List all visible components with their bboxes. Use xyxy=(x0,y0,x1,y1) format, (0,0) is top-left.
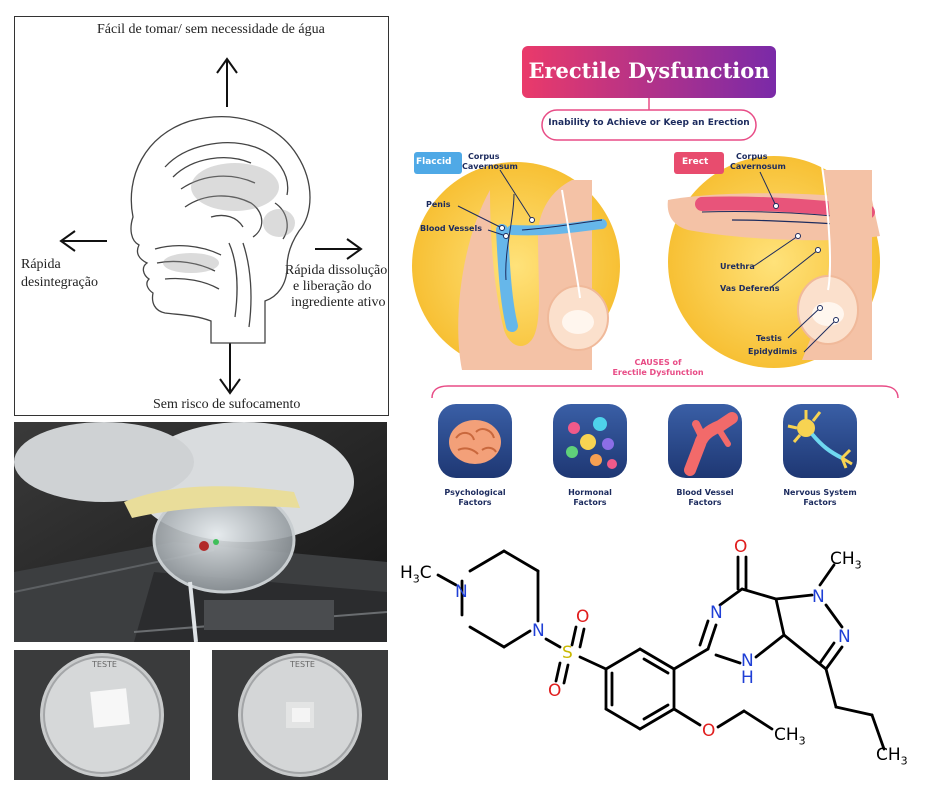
ch3-top-sub: 3 xyxy=(854,558,862,572)
ch3-propyl-c: CH xyxy=(876,745,901,765)
neuron-icon xyxy=(787,410,853,469)
atom-n-piperazine-2: N xyxy=(532,621,545,641)
atom-h3c: H3C xyxy=(400,563,432,585)
photo-petri-dish-b: TESTE xyxy=(212,650,388,780)
ch3-ether-sub: 3 xyxy=(798,734,806,748)
label-top: Fácil de tomar/ sem necessidade de água xyxy=(97,22,325,37)
erect-anatomy xyxy=(667,165,880,360)
nh-h: H xyxy=(741,668,754,688)
molecules-icon xyxy=(566,417,617,469)
atom-n-piperazine-1: N xyxy=(455,582,468,602)
causes-line-2: Erectile Dysfunction xyxy=(612,368,704,377)
gel-pouring-illustration xyxy=(14,422,387,642)
ed-subtitle: Inability to Achieve or Keep an Erection xyxy=(548,118,750,128)
atom-o-ether: O xyxy=(702,721,716,741)
label-testis: Testis xyxy=(756,334,782,343)
ch3-top-c: CH xyxy=(830,549,855,569)
erect-tag: Erect xyxy=(682,157,709,167)
factor-2-line2: Factors xyxy=(573,498,607,507)
atom-s: S xyxy=(562,643,573,663)
label-right-3: ingrediente ativo xyxy=(291,295,386,310)
label-right-2: e liberação do xyxy=(293,279,372,294)
sildenafil-structure: H3C N N S O O N N H O N CH3 N O CH3 CH3 xyxy=(398,535,928,780)
factor-4-line1: Nervous System xyxy=(783,488,857,497)
corpus-left-2: Cavernosum xyxy=(462,162,518,171)
flaccid-tag-bg xyxy=(414,152,462,174)
atom-n-methyl: N xyxy=(812,587,825,607)
factor-psychological: Psychological Factors xyxy=(420,488,530,508)
head-diagram-panel: Fácil de tomar/ sem necessidade de água … xyxy=(14,16,389,416)
corpus-left-1: Corpus xyxy=(468,152,500,161)
flaccid-tag: Flaccid xyxy=(416,157,452,167)
erect-tag-bg xyxy=(674,152,724,174)
causes-line-1: CAUSES of xyxy=(634,358,682,367)
label-left-2: desintegração xyxy=(21,275,98,290)
factor-nervous-system: Nervous System Factors xyxy=(765,488,875,508)
brain-icon xyxy=(449,420,501,464)
label-blood-vessels: Blood Vessels xyxy=(420,224,482,233)
atom-ch3-ether: CH3 xyxy=(774,725,806,747)
atom-n-pyrazole: N xyxy=(838,627,851,647)
label-penis: Penis xyxy=(426,200,451,209)
factor-1-line2: Factors xyxy=(458,498,492,507)
atom-n-pyrimidine: N xyxy=(710,603,723,623)
atom-o-carbonyl: O xyxy=(734,537,748,557)
factor-3-line2: Factors xyxy=(688,498,722,507)
ch3-propyl-sub: 3 xyxy=(900,754,908,768)
ed-graphics xyxy=(412,46,899,478)
flaccid-anatomy xyxy=(458,180,609,370)
petri-b-label: TESTE xyxy=(290,660,315,669)
label-epidydimis: Epidydimis xyxy=(748,347,798,356)
label-right-1: Rápida dissolução xyxy=(285,263,388,278)
nh-n: N xyxy=(741,651,754,671)
factor-hormonal: Hormonal Factors xyxy=(535,488,645,508)
factor-3-line1: Blood Vessel xyxy=(676,488,734,497)
atom-ch3-propyl: CH3 xyxy=(876,745,908,767)
blood-vessel-icon xyxy=(684,412,738,476)
label-urethra: Urethra xyxy=(720,262,755,271)
head-sketch xyxy=(59,57,363,395)
factor-blood-vessel: Blood Vessel Factors xyxy=(650,488,760,508)
label-bottom: Sem risco de sufocamento xyxy=(153,397,301,412)
atom-nh: N H xyxy=(741,653,754,687)
title-banner xyxy=(522,46,776,98)
molecule-bonds xyxy=(436,549,886,751)
head-outline xyxy=(130,116,311,344)
label-vas-deferens: Vas Deferens xyxy=(720,284,780,293)
ed-title: Erectile Dysfunction xyxy=(528,58,770,83)
atom-o-sulfonyl-2: O xyxy=(548,681,562,701)
h3c-c: C xyxy=(419,563,432,583)
photo-petri-dish-a: TESTE xyxy=(14,650,190,780)
h3c-h: H xyxy=(400,563,413,583)
corpus-right-1: Corpus xyxy=(736,152,768,161)
petri-dish-b-illustration xyxy=(212,650,388,780)
corpus-right-2: Cavernosum xyxy=(730,162,786,171)
ch3-ether-c: CH xyxy=(774,725,799,745)
petri-dish-a-illustration xyxy=(14,650,190,780)
photo-gel-pouring xyxy=(14,422,387,642)
head-shading xyxy=(163,163,295,273)
label-left-1: Rápida xyxy=(21,257,61,272)
petri-a-label: TESTE xyxy=(92,660,117,669)
atom-o-sulfonyl-1: O xyxy=(576,607,590,627)
direction-arrows xyxy=(59,57,363,395)
factor-2-line1: Hormonal xyxy=(568,488,612,497)
causes-bracket xyxy=(431,385,899,399)
factor-icons xyxy=(438,404,857,478)
h3c-sub: 3 xyxy=(412,572,420,586)
ed-infographic-panel: Erectile Dysfunction Inability to Achiev… xyxy=(402,40,930,520)
factor-1-line1: Psychological xyxy=(444,488,506,497)
atom-ch3-top: CH3 xyxy=(830,549,862,571)
factor-4-line2: Factors xyxy=(803,498,837,507)
